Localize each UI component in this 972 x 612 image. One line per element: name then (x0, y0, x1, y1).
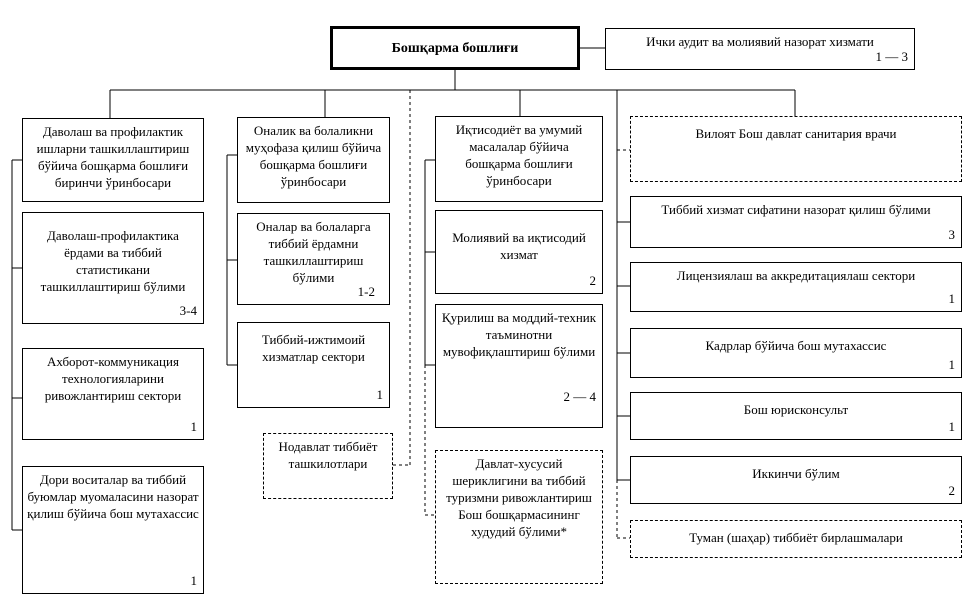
col2-dept-count: 1-2 (357, 284, 375, 299)
col3-finance-count: 2 (589, 273, 597, 288)
col4-legal-count: 1 (948, 419, 956, 434)
col1-drugs-box: Дори воситалар ва тиббий буюмлар муомала… (22, 466, 204, 594)
col2-deputy-box: Оналик ва болаликни муҳофаза қилиш бўйич… (237, 117, 390, 203)
col3-construction-label: Қурилиш ва моддий-техник таъминотни муво… (441, 310, 597, 359)
col3-ppp-box: Давлат-хусусий шериклигини ва тиббий тур… (435, 450, 603, 584)
col4-quality-label: Тиббий хизмат сифатини назорат қилиш бўл… (661, 202, 931, 217)
col4-hr-box: Кадрлар бўйича бош мутахассис 1 (630, 328, 962, 378)
col1-drugs-count: 1 (190, 573, 198, 588)
col2-social-box: Тиббий-ижтимоий хизматлар сектори 1 (237, 322, 390, 408)
col4-hr-count: 1 (948, 357, 956, 372)
col2-dept-label: Оналар ва болаларга тиббий ёрдамни ташки… (256, 219, 371, 285)
col2-social-label: Тиббий-ижтимоий хизматлар сектори (261, 332, 366, 364)
head-box: Бошқарма бошлиғи (330, 26, 580, 70)
col3-construction-count: 2 — 4 (563, 389, 597, 404)
col4-district-label: Туман (шаҳар) тиббиёт бирлашмалари (689, 530, 903, 545)
col4-hr-label: Кадрлар бўйича бош мутахассис (705, 338, 887, 353)
col4-sanitary-box: Вилоят Бош давлат санитария врачи (630, 116, 962, 182)
col1-deputy-label: Даволаш ва профилактик ишларни ташкиллаш… (36, 124, 190, 190)
col4-quality-count: 3 (948, 227, 956, 242)
col4-license-box: Лицензиялаш ва аккредитациялаш сектори 1 (630, 262, 962, 312)
col2-private-label: Нодавлат тиббиёт ташкилотлари (278, 439, 378, 471)
col3-construction-box: Қурилиш ва моддий-техник таъминотни муво… (435, 304, 603, 428)
col3-finance-box: Молиявий ва иқтисодий хизмат 2 (435, 210, 603, 294)
col2-dept-box: Оналар ва болаларга тиббий ёрдамни ташки… (237, 213, 390, 305)
col4-district-box: Туман (шаҳар) тиббиёт бирлашмалари (630, 520, 962, 558)
col4-legal-box: Бош юрисконсульт 1 (630, 392, 962, 440)
audit-label: Ички аудит ва молиявий назорат хизмати (646, 34, 874, 49)
col2-social-count: 1 (376, 387, 384, 402)
col1-dept-box: Даволаш-профилактика ёрдами ва тиббий ст… (22, 212, 204, 324)
col2-deputy-label: Оналик ва болаликни муҳофаза қилиш бўйич… (245, 123, 382, 189)
col3-ppp-label: Давлат-хусусий шериклигини ва тиббий тур… (446, 456, 592, 539)
col4-sanitary-label: Вилоят Бош давлат санитария врачи (695, 126, 897, 141)
audit-count: 1 — 3 (875, 49, 909, 64)
col4-license-label: Лицензиялаш ва аккредитациялаш сектори (676, 268, 916, 283)
col4-second-count: 2 (948, 483, 956, 498)
col1-ict-box: Ахборот-коммуникация технологияларини ри… (22, 348, 204, 440)
col1-ict-count: 1 (190, 419, 198, 434)
col4-legal-label: Бош юрисконсульт (743, 402, 849, 417)
head-label: Бошқарма бошлиғи (391, 41, 519, 56)
col4-quality-box: Тиббий хизмат сифатини назорат қилиш бўл… (630, 196, 962, 248)
col1-dept-label: Даволаш-профилактика ёрдами ва тиббий ст… (40, 228, 186, 294)
col4-license-count: 1 (948, 291, 956, 306)
col2-private-box: Нодавлат тиббиёт ташкилотлари (263, 433, 393, 499)
col1-deputy-box: Даволаш ва профилактик ишларни ташкиллаш… (22, 118, 204, 202)
col1-ict-label: Ахборот-коммуникация технологияларини ри… (44, 354, 182, 403)
col1-dept-count: 3-4 (179, 303, 197, 318)
col1-drugs-label: Дори воситалар ва тиббий буюмлар муомала… (27, 472, 199, 521)
audit-box: Ички аудит ва молиявий назорат хизмати 1… (605, 28, 915, 70)
col4-second-box: Иккинчи бўлим 2 (630, 456, 962, 504)
col3-finance-label: Молиявий ва иқтисодий хизмат (452, 230, 586, 262)
col3-deputy-label: Иқтисодиёт ва умумий масалалар бўйича бо… (455, 122, 583, 188)
col4-second-label: Иккинчи бўлим (752, 466, 840, 481)
col3-deputy-box: Иқтисодиёт ва умумий масалалар бўйича бо… (435, 116, 603, 202)
